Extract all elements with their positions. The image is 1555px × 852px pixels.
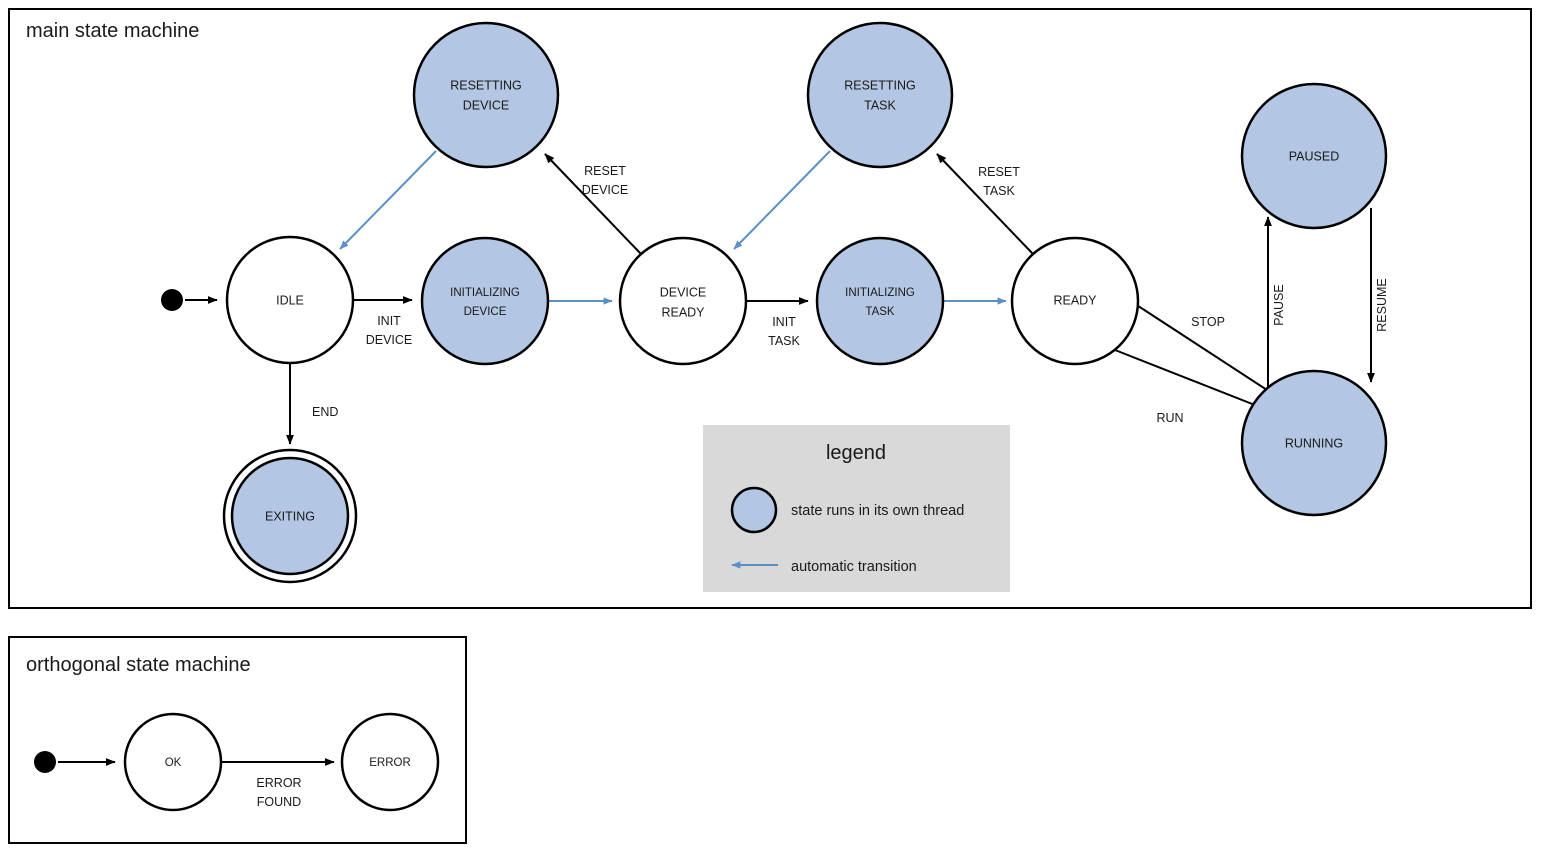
orthogonal-diagram: ERROR FOUND OK ERROR: [34, 712, 440, 812]
initial-pseudostate-main: [161, 289, 183, 311]
edge-label-reset-device-line2: DEVICE: [582, 183, 629, 197]
state-paused[interactable]: PAUSED: [1240, 82, 1388, 230]
orthogonal-frame-title: orthogonal state machine: [26, 654, 251, 676]
transition-paused-running: RESUME: [1367, 208, 1389, 383]
legend-title: legend: [826, 442, 886, 464]
state-error-label: ERROR: [369, 757, 411, 769]
state-running-label: RUNNING: [1285, 436, 1343, 450]
state-initializing-device-label-line1: INITIALIZING: [450, 287, 520, 299]
legend-entry-thread-state: state runs in its own thread: [730, 486, 964, 534]
transition-resetting-task-device-ready: [733, 150, 831, 250]
edge-label-stop: STOP: [1191, 315, 1225, 329]
legend-thread-state-swatch-icon: [730, 486, 778, 534]
state-ok[interactable]: OK: [123, 712, 223, 812]
edge-label-reset-device-line1: RESET: [584, 164, 626, 178]
transition-device-ready-resetting-device: RESET DEVICE: [544, 153, 642, 255]
legend: legend state runs in its own thread auto…: [703, 425, 1010, 592]
edge-label-error-found-line1: ERROR: [256, 776, 301, 790]
state-resetting-device[interactable]: RESETTING DEVICE: [412, 21, 560, 169]
transition-ready-running: RUN: [1114, 349, 1266, 425]
transition-device-ready-initializing-task: INIT TASK: [746, 297, 809, 348]
legend-entry-auto-transition: automatic transition: [731, 559, 917, 575]
state-idle[interactable]: IDLE: [225, 235, 355, 365]
main-frame: [8, 8, 1532, 609]
legend-thread-state-text: state runs in its own thread: [791, 503, 964, 519]
state-ready-label: READY: [1053, 293, 1097, 307]
state-device-ready[interactable]: DEVICE READY: [618, 236, 748, 366]
transition-idle-exiting: END: [286, 363, 338, 445]
edge-label-init-device-line2: DEVICE: [366, 333, 413, 347]
edge-label-resume: RESUME: [1375, 278, 1389, 331]
state-resetting-task-label-line1: RESETTING: [844, 78, 916, 92]
final-state-outer-ring: [222, 448, 358, 584]
edge-label-run: RUN: [1156, 411, 1183, 425]
state-initializing-task-label-line2: TASK: [865, 306, 895, 318]
edge-label-pause: PAUSE: [1272, 284, 1286, 325]
state-device-ready-label-line1: DEVICE: [660, 285, 707, 299]
state-resetting-task[interactable]: RESETTING TASK: [806, 21, 954, 169]
state-ok-label: OK: [165, 757, 182, 769]
state-paused-label: PAUSED: [1289, 149, 1339, 163]
state-idle-label: IDLE: [276, 293, 304, 307]
edge-label-reset-task-line1: RESET: [978, 165, 1020, 179]
state-error[interactable]: ERROR: [340, 712, 440, 812]
transition-ok-error: ERROR FOUND: [221, 758, 335, 809]
transition-idle-initializing-device: INIT DEVICE: [353, 296, 413, 347]
state-resetting-device-label-line2: DEVICE: [463, 98, 510, 112]
transition-resetting-device-idle: [339, 150, 437, 250]
legend-auto-transition-text: automatic transition: [791, 559, 917, 575]
transition-ready-resetting-task: RESET TASK: [936, 153, 1034, 255]
edge-label-end: END: [312, 405, 338, 419]
state-ready[interactable]: READY: [1010, 236, 1140, 366]
transition-running-paused: PAUSE: [1264, 216, 1286, 392]
initial-pseudostate-orthogonal: [34, 751, 56, 773]
state-resetting-device-label-line1: RESETTING: [450, 78, 522, 92]
state-initializing-task-label-line1: INITIALIZING: [845, 287, 915, 299]
edge-label-init-device-line1: INIT: [377, 314, 401, 328]
state-exiting-label: EXITING: [265, 509, 315, 523]
orthogonal-frame: [8, 636, 467, 844]
state-running[interactable]: RUNNING: [1240, 369, 1388, 517]
state-initializing-task[interactable]: INITIALIZING TASK: [815, 236, 945, 366]
state-resetting-task-label-line2: TASK: [864, 98, 896, 112]
state-device-ready-label-line2: READY: [661, 305, 705, 319]
transition-running-ready: STOP: [1128, 299, 1268, 391]
edge-label-reset-task-line2: TASK: [983, 184, 1015, 198]
edge-label-init-task-line2: TASK: [768, 334, 800, 348]
main-frame-title: main state machine: [26, 20, 199, 42]
state-initializing-device-label-line2: DEVICE: [464, 306, 507, 318]
edge-label-error-found-line2: FOUND: [257, 795, 301, 809]
state-initializing-device[interactable]: INITIALIZING DEVICE: [420, 236, 550, 366]
state-exiting[interactable]: EXITING: [222, 448, 358, 584]
edge-label-init-task-line1: INIT: [772, 315, 796, 329]
